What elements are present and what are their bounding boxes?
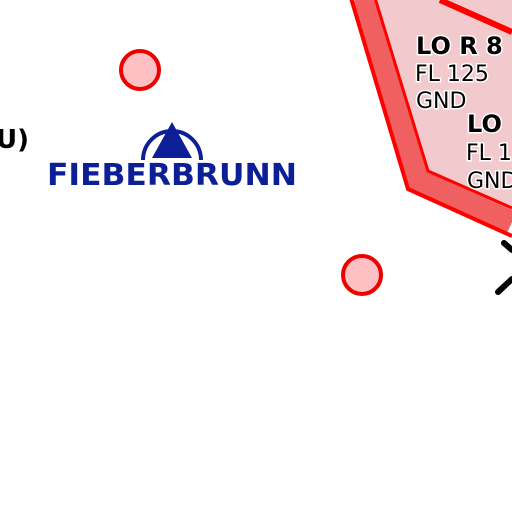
route-line xyxy=(495,240,512,295)
restricted-area-lower-limit: GND xyxy=(467,169,512,194)
restricted-area-designator: LO R 8 xyxy=(416,32,503,60)
restricted-area[interactable] xyxy=(349,0,512,238)
restricted-area-inner-edge xyxy=(374,0,512,210)
restricted-area-top-edge xyxy=(438,0,512,35)
reporting-point-icon[interactable] xyxy=(341,254,383,296)
edge-label: U) xyxy=(0,125,29,155)
restricted-area-band xyxy=(351,0,512,233)
restricted-area-label: LO FL 1 GND xyxy=(465,109,512,196)
restricted-area-lower-limit: GND xyxy=(416,89,466,114)
restricted-area-designator: LO xyxy=(467,110,502,138)
restricted-area-fill xyxy=(362,0,512,220)
restricted-area-label: LO R 8 FL 125 GND xyxy=(414,31,505,116)
place-label: FIEBERBRUNN xyxy=(47,158,297,193)
reporting-point-icon[interactable] xyxy=(119,49,161,91)
restricted-area-upper-limit: FL 1 xyxy=(466,141,512,166)
airfield-icon[interactable] xyxy=(141,122,203,161)
restricted-area-outer-edge xyxy=(349,0,512,238)
restricted-area-upper-limit: FL 125 xyxy=(415,62,489,87)
